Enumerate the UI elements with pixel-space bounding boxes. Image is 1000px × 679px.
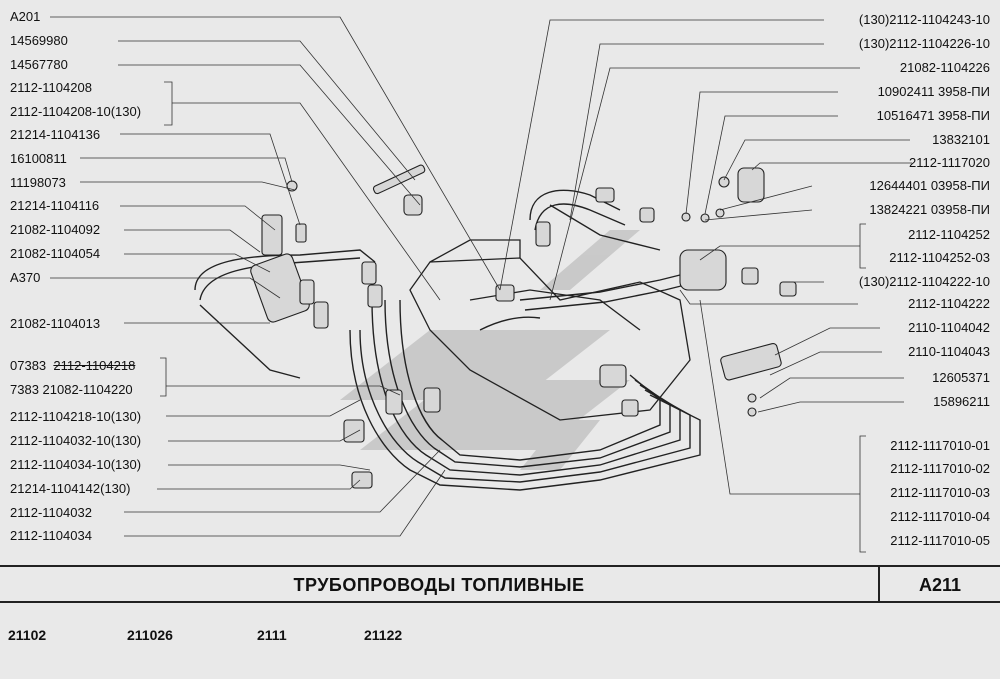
label-14569980: 14569980 [10,33,68,48]
label-21214-1104136: 21214-1104136 [10,127,101,142]
model-211026: 211026 [127,627,173,643]
label-2112-1104218-10: 2112-1104218-10(130) [10,409,142,424]
label-07383: 07383 [10,358,47,373]
label-16100811: 16100811 [10,151,67,166]
title-bar: ТРУБОПРОВОДЫ ТОПЛИВНЫЕ А211 [0,565,1000,603]
label-10902411: 10902411 3958-ПИ [877,84,990,99]
fuel-fittings [250,164,797,489]
label-2112-1104252: 2112-1104252 [908,227,990,242]
label-2112-1104032-10: 2112-1104032-10(130) [10,433,142,448]
label-14567780: 14567780 [10,57,68,72]
label-10516471: 10516471 3958-ПИ [876,108,990,123]
label-21214-1104142: 21214-1104142(130) [10,481,131,496]
label-2112-1104034-10: 2112-1104034-10(130) [10,457,142,472]
label-2112-1104034: 2112-1104034 [10,528,92,543]
label-2112-1117010-02: 2112-1117010-02 [890,461,990,476]
label-2112-1104252-03: 2112-1104252-03 [889,250,990,265]
model-21122: 21122 [364,627,403,643]
model-2111: 2111 [257,627,287,643]
label-130-2112-1104226-10: (130)2112-1104226-10 [858,36,990,51]
label-2112-1104208-10: 2112-1104208-10(130) [10,104,142,119]
label-a201: А201 [10,9,41,24]
label-07383-group: 07383 2112-1104218 [10,358,135,374]
label-2112-1104032: 2112-1104032 [10,505,92,520]
label-12644401: 12644401 03958-ПИ [869,178,990,193]
label-2112-1104218-struck: 2112-1104218 [53,358,136,373]
label-15896211: 15896211 [933,394,990,409]
label-7383-21082-1104220: 7383 21082-1104220 [10,382,133,397]
fuel-pipe-bundle [194,189,706,491]
left-leader-lines [50,16,501,537]
label-130-2112-1104222-10: (130)2112-1104222-10 [858,274,990,289]
label-2112-1104222: 2112-1104222 [908,296,990,311]
label-2112-1104208: 2112-1104208 [10,80,92,95]
label-13832101: 13832101 [932,132,990,147]
model-21102: 21102 [8,627,47,643]
watermark-logo [340,230,640,470]
label-13824221: 13824221 03958-ПИ [869,202,990,217]
label-a370: А370 [10,270,41,285]
label-130-2112-1104243-10: (130)2112-1104243-10 [858,12,990,27]
page-title: ТРУБОПРОВОДЫ ТОПЛИВНЫЕ [293,575,585,595]
right-leader-lines [499,19,912,553]
label-2112-1117010-01: 2112-1117010-01 [890,438,990,453]
label-2110-1104043: 2110-1104043 [908,344,990,359]
label-21082-1104013: 21082-1104013 [10,316,101,331]
title-divider [878,567,880,603]
label-21082-1104226: 21082-1104226 [899,60,990,75]
label-2112-1117010-05: 2112-1117010-05 [890,533,990,548]
label-12605371: 12605371 [932,370,990,385]
label-2110-1104042: 2110-1104042 [908,320,990,335]
label-2112-1117010-04: 2112-1117010-04 [890,509,990,524]
section-code: А211 [918,575,962,595]
label-11198073: 11198073 [10,175,66,190]
label-21214-1104116: 21214-1104116 [10,198,100,213]
label-21082-1104092: 21082-1104092 [10,222,101,237]
label-2112-1117010-03: 2112-1117010-03 [890,485,990,500]
fuel-lines-diagram [50,16,912,553]
label-2112-1117020: 2112-1117020 [909,155,990,170]
label-21082-1104054: 21082-1104054 [10,246,101,261]
